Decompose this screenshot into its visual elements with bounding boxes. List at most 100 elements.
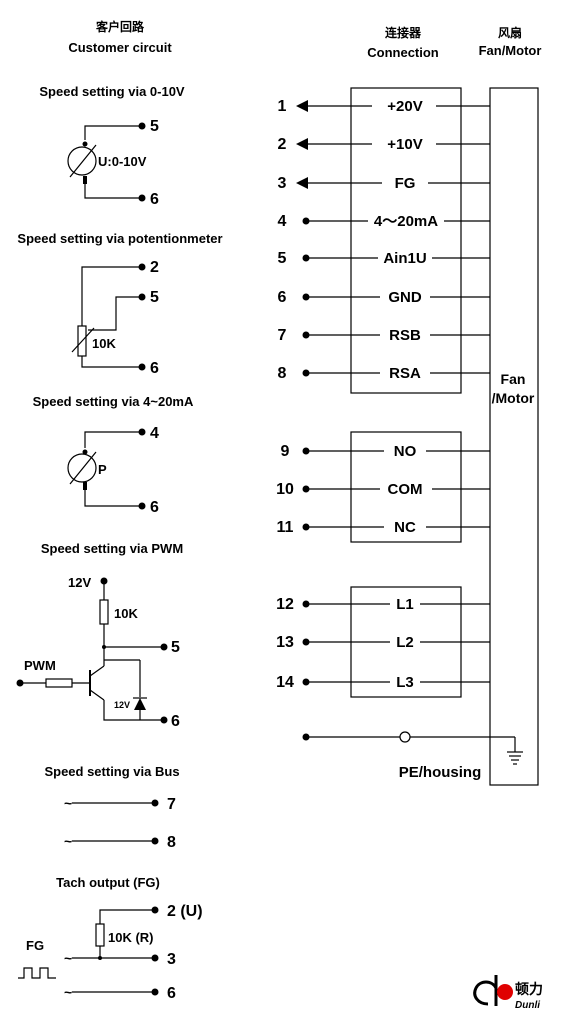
pin-label: L3 xyxy=(396,674,414,691)
resistor-icon xyxy=(95,923,105,947)
section-title-volt: Speed setting via 0-10V xyxy=(39,84,185,99)
logo-swoosh-icon xyxy=(473,980,498,1006)
fan-header-cn: 风扇 xyxy=(498,25,522,40)
section-title-pot: Speed setting via potentionmeter xyxy=(17,231,222,246)
customer-header-en: Customer circuit xyxy=(68,40,172,55)
connector-pin-12: 12 L1 xyxy=(276,596,490,613)
brand-logo: 顿力 Dunli xyxy=(473,975,543,1011)
pin-ref: 6 xyxy=(171,713,180,730)
customer-header-cn: 客户回路 xyxy=(95,19,145,34)
pin-label: L1 xyxy=(396,596,414,613)
pin-label: NO xyxy=(394,443,417,460)
pin-label: Ain1U xyxy=(383,250,426,267)
pin-ref: 4 xyxy=(150,425,159,442)
pin-number: 5 xyxy=(278,250,287,267)
pin-label: NC xyxy=(394,519,416,536)
connector-pin-10: 10 COM xyxy=(276,481,490,498)
pin-number: 13 xyxy=(276,634,294,651)
connector-pin-4: 4 4～20mA xyxy=(278,213,490,230)
zener-diode-icon xyxy=(134,698,146,710)
ground-icon xyxy=(507,751,523,765)
connector-block-9-11 xyxy=(350,431,462,543)
fg-signal-label: FG xyxy=(26,938,44,953)
wave-icon: ~ xyxy=(64,795,72,811)
pin-ref: 3 xyxy=(167,951,176,968)
pe-housing-connection: PE/housing xyxy=(302,731,523,781)
fan-motor-box xyxy=(489,87,539,786)
brand-name-cn: 顿力 xyxy=(515,981,543,997)
square-wave-icon xyxy=(18,967,56,979)
connector-pin-13: 13 L2 xyxy=(276,634,490,651)
pin-number: 14 xyxy=(276,674,294,691)
pin-ref: 6 xyxy=(167,985,176,1002)
meter-icon xyxy=(67,146,97,176)
pin-label: 4～20mA xyxy=(374,213,438,230)
pin-number: 10 xyxy=(276,481,294,498)
pwm-input-label: PWM xyxy=(24,658,56,673)
pin-ref: 5 xyxy=(150,118,159,135)
pin-label: +10V xyxy=(387,136,422,153)
pin-number: 7 xyxy=(278,327,287,344)
supply-label: 12V xyxy=(68,575,91,590)
pin-number: 9 xyxy=(281,443,290,460)
section-title-tach: Tach output (FG) xyxy=(56,875,160,890)
terminal-circle-icon xyxy=(399,731,411,743)
pin-ref: 6 xyxy=(150,360,159,377)
connector-pin-1: 1 +20V xyxy=(278,98,490,115)
connector-pin-8: 8 RSA xyxy=(278,365,490,382)
arrow-left-icon xyxy=(296,100,308,112)
connection-header-en: Connection xyxy=(367,45,439,60)
pin-number: 11 xyxy=(277,519,294,536)
tach-circuit: 10K (R) ~ ~ 2 (U) 3 6 FG xyxy=(18,903,203,1002)
resistor-label: 10K xyxy=(114,606,138,621)
current-circuit: P 4 6 xyxy=(67,425,159,516)
pin-ref: 6 xyxy=(150,499,159,516)
pin-number: 2 xyxy=(278,136,287,153)
meter-icon xyxy=(67,453,97,483)
pin-number: 8 xyxy=(278,365,287,382)
fan-header-en: Fan/Motor xyxy=(479,43,542,58)
pin-ref: 2 xyxy=(150,259,159,276)
pe-housing-label: PE/housing xyxy=(399,764,482,781)
connector-block-1-8 xyxy=(350,87,462,394)
pin-label: RSB xyxy=(389,327,421,344)
connector-pin-6: 6 GND xyxy=(278,289,490,306)
resistor-label: 10K (R) xyxy=(108,930,154,945)
connector-pin-14: 14 L3 xyxy=(276,674,490,691)
connector-pin-3: 3 FG xyxy=(278,175,490,192)
pin-number: 12 xyxy=(276,596,294,613)
connector-pin-5: 5 Ain1U xyxy=(278,250,490,267)
brand-name-en: Dunli xyxy=(515,1000,540,1011)
pin-number: 4 xyxy=(278,213,287,230)
connector-pin-2: 2 +10V xyxy=(278,136,490,153)
wave-icon: ~ xyxy=(64,984,72,1000)
pin-label: GND xyxy=(388,289,422,306)
section-title-pwm: Speed setting via PWM xyxy=(41,541,183,556)
connector-pin-11: 11 NC xyxy=(277,519,490,536)
pin-label: +20V xyxy=(387,98,422,115)
pin-label: FG xyxy=(395,175,416,192)
connector-pin-7: 7 RSB xyxy=(278,327,490,344)
arrow-left-icon xyxy=(296,177,308,189)
resistor-label: 10K xyxy=(92,336,116,351)
pin-ref: 5 xyxy=(171,639,180,656)
pin-label: RSA xyxy=(389,365,421,382)
pin-number: 6 xyxy=(278,289,287,306)
section-title-bus: Speed setting via Bus xyxy=(44,764,179,779)
pin-label: COM xyxy=(388,481,423,498)
resistor-icon xyxy=(45,678,73,688)
volt-circuit: U:0-10V 5 6 xyxy=(67,118,159,208)
connector-pin-9: 9 NO xyxy=(281,443,490,460)
wave-icon: ~ xyxy=(64,950,72,966)
section-title-current: Speed setting via 4~20mA xyxy=(33,394,194,409)
fan-label-line2: /Motor xyxy=(492,390,535,406)
pin-ref: 6 xyxy=(150,191,159,208)
pot-circuit: 10K 2 5 6 xyxy=(71,259,159,377)
logo-dot-icon xyxy=(497,984,513,1000)
bus-circuit: ~ 7 ~ 8 xyxy=(64,795,176,851)
wave-icon: ~ xyxy=(64,833,72,849)
pin-ref: 7 xyxy=(167,796,176,813)
pin-ref: 5 xyxy=(150,289,159,306)
pwm-circuit: 12V 10K 5 PWM 12V 6 xyxy=(16,575,180,730)
